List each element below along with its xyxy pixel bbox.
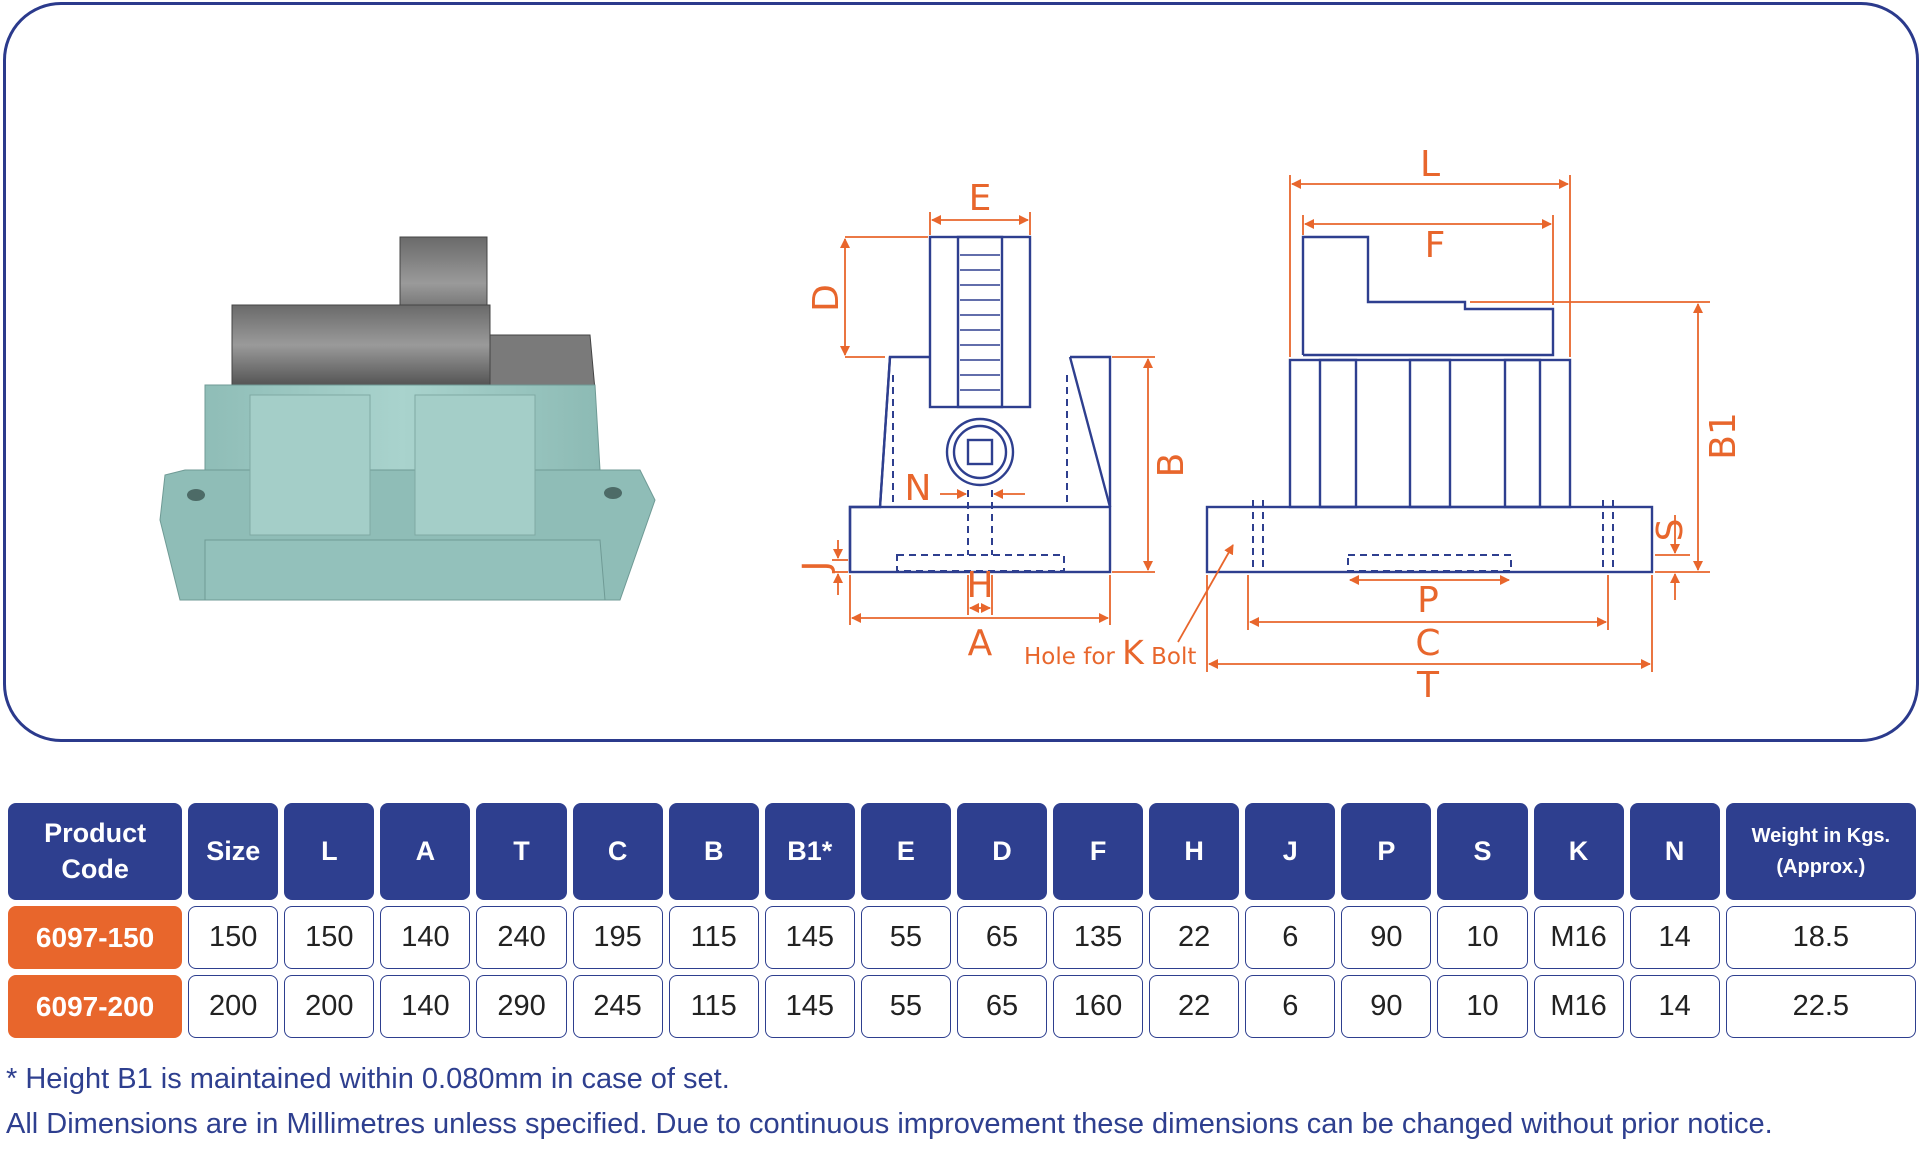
table-cell: 200 [284, 975, 375, 1038]
table-cell: 290 [476, 975, 567, 1038]
table-cell: 65 [956, 975, 1048, 1038]
header-p: P [1341, 803, 1432, 900]
footnote-dimensions: All Dimensions are in Millimetres unless… [6, 1108, 1773, 1140]
table-cell: 150 [188, 906, 279, 969]
table-cell: 245 [572, 975, 663, 1038]
side-view [1205, 235, 1654, 574]
table-cell: 65 [956, 906, 1048, 969]
label-s: S [1650, 519, 1691, 542]
table-row: 6097-200 200 200 140 290 245 115 145 55 … [8, 975, 1916, 1038]
table-cell: 140 [380, 975, 471, 1038]
dimension-lines [832, 175, 1710, 672]
table-cell: 22 [1149, 975, 1240, 1038]
header-product-code: Product Code [8, 803, 183, 900]
label-e: E [969, 178, 992, 219]
table-row: 6097-150 150 150 140 240 195 115 145 55 … [8, 906, 1916, 969]
table-cell: 145 [764, 906, 855, 969]
table-cell: 22.5 [1725, 975, 1916, 1038]
header-b: B [668, 803, 759, 900]
product-code-cell: 6097-150 [8, 906, 183, 969]
table-cell: 14 [1629, 906, 1720, 969]
header-a: A [380, 803, 471, 900]
product-code-cell: 6097-200 [8, 975, 183, 1038]
table-cell: 22 [1149, 906, 1240, 969]
label-b1: B1 [1703, 412, 1744, 460]
label-l: L [1420, 144, 1440, 185]
table-cell: 150 [284, 906, 375, 969]
label-a: A [968, 623, 993, 664]
specification-table: Product Code Size L A T C B B1* E D F H … [2, 797, 1922, 1044]
table-header-row: Product Code Size L A T C B B1* E D F H … [8, 803, 1916, 900]
table-cell: 160 [1053, 975, 1144, 1038]
technical-drawing: E D B N J H A L F B1 S P C T Hole for K … [159, 144, 1744, 706]
header-h: H [1149, 803, 1240, 900]
header-size: Size [188, 803, 279, 900]
table-cell: 115 [668, 975, 759, 1038]
header-s: S [1437, 803, 1528, 900]
table-cell: 140 [380, 906, 471, 969]
table-cell: 90 [1341, 906, 1432, 969]
header-l: L [284, 803, 375, 900]
front-view [848, 235, 1112, 574]
label-p: P [1417, 580, 1439, 621]
header-e: E [860, 803, 951, 900]
header-k: K [1533, 803, 1624, 900]
header-b1: B1* [764, 803, 855, 900]
table-cell: 135 [1053, 906, 1144, 969]
label-c: C [1415, 623, 1440, 664]
table-cell: 6 [1245, 975, 1336, 1038]
header-n: N [1629, 803, 1720, 900]
header-weight: Weight in Kgs. (Approx.) [1725, 803, 1916, 900]
footnotes: * Height B1 is maintained within 0.080mm… [6, 1057, 1916, 1147]
header-f: F [1053, 803, 1144, 900]
table-cell: 18.5 [1725, 906, 1916, 969]
bolt-hole-label: Hole for K Bolt [1024, 633, 1196, 672]
table-cell: M16 [1533, 906, 1624, 969]
label-h: H [966, 565, 993, 606]
label-b: B [1151, 453, 1192, 478]
table-cell: 6 [1245, 906, 1336, 969]
label-f: F [1425, 225, 1446, 266]
table-cell: 145 [764, 975, 855, 1038]
label-j: J [796, 561, 837, 574]
table-cell: M16 [1533, 975, 1624, 1038]
table-cell: 14 [1629, 975, 1720, 1038]
table-cell: 200 [188, 975, 279, 1038]
table-cell: 115 [668, 906, 759, 969]
table-cell: 240 [476, 906, 567, 969]
table-cell: 10 [1437, 975, 1528, 1038]
table-cell: 195 [572, 906, 663, 969]
table-cell: 55 [860, 975, 951, 1038]
table-cell: 10 [1437, 906, 1528, 969]
header-t: T [476, 803, 567, 900]
dimension-labels: E D B N J H A L F B1 S P C T Hole for K … [796, 144, 1744, 706]
header-d: D [956, 803, 1048, 900]
label-n: N [905, 468, 932, 509]
table-cell: 55 [860, 906, 951, 969]
product-photo [159, 236, 656, 601]
table-cell: 90 [1341, 975, 1432, 1038]
header-j: J [1245, 803, 1336, 900]
label-t: T [1416, 665, 1440, 706]
label-d: D [806, 284, 847, 312]
footnote-b1: * Height B1 is maintained within 0.080mm… [6, 1063, 730, 1095]
header-c: C [572, 803, 663, 900]
